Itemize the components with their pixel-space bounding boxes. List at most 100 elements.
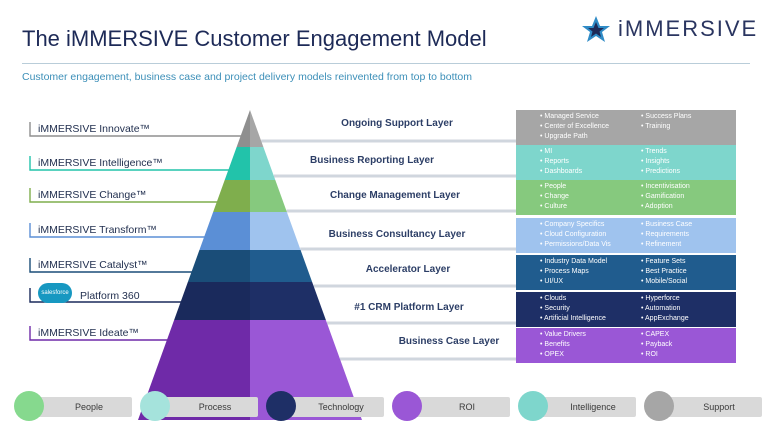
detail-column: Business CaseRequirementsRefinement — [631, 220, 732, 253]
brand-label: iMMERSIVE Catalyst™ — [38, 259, 148, 271]
pyramid-band-right-5 — [250, 250, 313, 282]
layer-detail-box: Value DriversBenefitsOPEXCAPEXPaybackROI — [516, 328, 736, 363]
legend-label: Intelligence — [570, 402, 616, 412]
layer-detail-box: PeopleChangeCultureIncentivisationGamifi… — [516, 180, 736, 215]
legend-swatch — [14, 391, 44, 421]
pyramid-band-left-2 — [224, 147, 250, 180]
detail-item: Upgrade Path — [540, 132, 631, 142]
detail-item: Training — [641, 122, 732, 132]
detail-item: People — [540, 182, 631, 192]
detail-item: MI — [540, 147, 631, 157]
brand-bracket-line — [29, 122, 243, 137]
pyramid-band-left-1 — [236, 110, 250, 147]
detail-item: Security — [540, 304, 631, 314]
page-title: The iMMERSIVE Customer Engagement Model — [22, 26, 487, 51]
detail-column: Company SpecificsCloud ConfigurationPerm… — [540, 220, 631, 253]
legend-swatch — [266, 391, 296, 421]
detail-item: Success Plans — [641, 112, 732, 122]
detail-item: Managed Service — [540, 112, 631, 122]
detail-item: Dashboards — [540, 167, 631, 177]
legend-label: Process — [198, 402, 232, 412]
detail-item: CAPEX — [641, 330, 732, 340]
brand-bracket-line — [29, 188, 219, 203]
pyramid-band-right-3 — [250, 180, 287, 212]
layer-label: Business Reporting Layer — [310, 155, 434, 166]
detail-item: Process Maps — [540, 267, 631, 277]
legend-swatch — [518, 391, 548, 421]
pyramid-band-left-5 — [187, 250, 250, 282]
brand-bracket-line — [29, 326, 169, 341]
legend-swatch — [392, 391, 422, 421]
detail-item: Best Practice — [641, 267, 732, 277]
detail-item: UI/UX — [540, 277, 631, 287]
detail-item: OPEX — [540, 350, 631, 360]
detail-item: Culture — [540, 202, 631, 212]
layer-detail-box: Company SpecificsCloud ConfigurationPerm… — [516, 218, 736, 253]
layer-label: Business Case Layer — [398, 336, 500, 347]
pyramid-band-left-3 — [213, 180, 250, 212]
detail-column: CloudsSecurityArtificial Intelligence — [540, 294, 631, 327]
detail-item: Hyperforce — [641, 294, 732, 304]
detail-item: Center of Excellence — [540, 122, 631, 132]
layer-label: #1 CRM Platform Layer — [354, 302, 464, 313]
logo-text: iMMERSIVE — [618, 16, 759, 41]
detail-item: AppExchange — [641, 314, 732, 324]
detail-item: Predictions — [641, 167, 732, 177]
detail-item: Payback — [641, 340, 732, 350]
detail-item: Incentivisation — [641, 182, 732, 192]
salesforce-cloud-icon: salesforce — [38, 283, 72, 303]
legend-swatch — [644, 391, 674, 421]
detail-item: ROI — [641, 350, 732, 360]
brand-bracket-line — [29, 156, 230, 171]
legend-item: Technology — [280, 397, 384, 417]
brand-bracket-line — [29, 223, 206, 238]
legend-label: Technology — [318, 402, 364, 412]
pyramid-band-left-4 — [199, 212, 250, 250]
layer-label: Accelerator Layer — [365, 264, 451, 275]
detail-column: HyperforceAutomationAppExchange — [631, 294, 732, 327]
pyramid-band-right-6 — [250, 282, 326, 320]
detail-item: Adoption — [641, 202, 732, 212]
title-divider — [22, 63, 750, 64]
detail-column: CAPEXPaybackROI — [631, 330, 732, 363]
pyramid-band-right-2 — [250, 147, 276, 180]
legend-item: People — [28, 397, 132, 417]
layer-detail-box: Managed ServiceCenter of ExcellenceUpgra… — [516, 110, 736, 145]
layer-detail-box: CloudsSecurityArtificial IntelligenceHyp… — [516, 292, 736, 327]
detail-item: Permissions/Data Vis — [540, 240, 631, 250]
brand-bracket-line — [29, 288, 183, 303]
layer-label: Business Consultancy Layer — [328, 229, 466, 240]
detail-item: Benefits — [540, 340, 631, 350]
detail-item: Change — [540, 192, 631, 202]
detail-item: Feature Sets — [641, 257, 732, 267]
brand-label: iMMERSIVE Transform™ — [38, 224, 158, 236]
pyramid-band-right-1 — [250, 110, 264, 147]
detail-item: Refinement — [641, 240, 732, 250]
legend-label: Support — [703, 402, 735, 412]
brand-label: iMMERSIVE Innovate™ — [38, 123, 151, 135]
detail-item: Cloud Configuration — [540, 230, 631, 240]
page-subtitle: Customer engagement, business case and p… — [22, 71, 472, 83]
pyramid-band-left-6 — [174, 282, 250, 320]
layer-detail-box: Industry Data ModelProcess MapsUI/UXFeat… — [516, 255, 736, 290]
detail-item: Mobile/Social — [641, 277, 732, 287]
detail-item: Artificial Intelligence — [540, 314, 631, 324]
legend-item: Intelligence — [532, 397, 636, 417]
detail-item: Reports — [540, 157, 631, 167]
brand-label: iMMERSIVE Intelligence™ — [38, 157, 163, 169]
detail-item: Trends — [641, 147, 732, 157]
detail-item: Value Drivers — [540, 330, 631, 340]
legend-item: Process — [154, 397, 258, 417]
layer-label: Change Management Layer — [329, 190, 461, 201]
connector-lines — [29, 122, 516, 361]
detail-item: Insights — [641, 157, 732, 167]
legend-swatch — [140, 391, 170, 421]
legend-item: Support — [658, 397, 762, 417]
immersive-star-logo-icon — [582, 16, 610, 42]
detail-column: IncentivisationGamificationAdoption — [631, 182, 732, 215]
layer-detail-box: MIReportsDashboards TrendsInsightsPredict… — [516, 145, 736, 180]
pyramid-band-right-4 — [250, 212, 301, 250]
detail-item: Company Specifics — [540, 220, 631, 230]
